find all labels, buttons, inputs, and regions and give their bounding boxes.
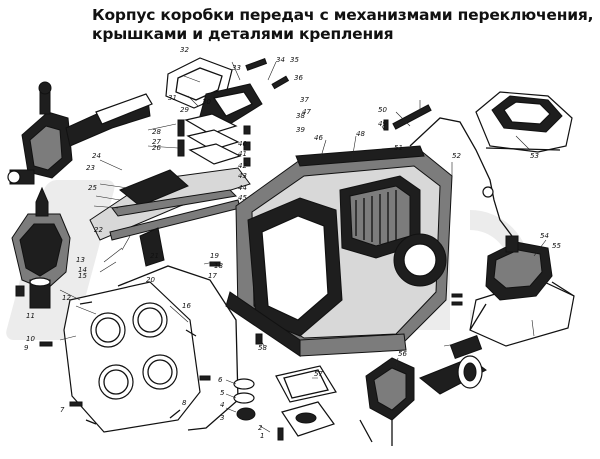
callout-5: 5 bbox=[220, 389, 225, 397]
callout-11: 11 bbox=[26, 312, 35, 320]
callout-47: 47 bbox=[302, 108, 311, 116]
callout-12: 12 bbox=[62, 294, 71, 302]
shift-cover-center bbox=[89, 167, 251, 267]
callout-19: 19 bbox=[210, 252, 219, 260]
title-line-1: Корпус коробки передач с механизмами пер… bbox=[92, 6, 594, 24]
callout-6: 6 bbox=[218, 376, 223, 384]
callout-48: 48 bbox=[356, 130, 365, 138]
callout-54: 54 bbox=[540, 232, 549, 240]
callout-31: 31 bbox=[168, 94, 177, 102]
callout-52: 52 bbox=[452, 152, 461, 160]
callout-22: 22 bbox=[94, 226, 103, 234]
callout-17: 17 bbox=[208, 272, 217, 280]
callout-50: 50 bbox=[378, 106, 387, 114]
callout-8: 8 bbox=[182, 399, 187, 407]
callout-16: 16 bbox=[182, 302, 191, 310]
callout-21: 21 bbox=[150, 252, 159, 260]
callout-3: 3 bbox=[220, 414, 224, 422]
small-parts-stack bbox=[177, 113, 251, 167]
cable-clip bbox=[482, 186, 494, 198]
rear-cover-plate bbox=[63, 281, 201, 433]
callout-36: 36 bbox=[294, 74, 303, 82]
callout-41: 41 bbox=[238, 150, 247, 158]
callout-53: 53 bbox=[530, 152, 539, 160]
callout-35: 35 bbox=[290, 56, 299, 64]
callout-55: 55 bbox=[552, 242, 561, 250]
callout-18: 18 bbox=[214, 262, 223, 270]
top-cover-plate bbox=[165, 57, 290, 125]
callout-56: 56 bbox=[398, 350, 407, 358]
title-line-2: крышками и деталями крепления bbox=[92, 25, 394, 43]
callout-42: 42 bbox=[238, 162, 247, 170]
bolts bbox=[39, 119, 463, 407]
callout-45: 45 bbox=[238, 194, 247, 202]
callout-30: 30 bbox=[202, 98, 211, 106]
top-right-cover bbox=[475, 91, 573, 153]
shift-cable bbox=[409, 117, 513, 237]
gearbox-housing bbox=[225, 145, 453, 357]
callout-14: 14 bbox=[78, 266, 87, 274]
callout-32: 32 bbox=[180, 46, 189, 54]
callout-29: 29 bbox=[180, 106, 189, 114]
shift-mechanism-upper-left bbox=[7, 81, 153, 185]
leader-lines bbox=[59, 61, 547, 433]
callout-28: 28 bbox=[152, 128, 161, 136]
gasket-outline bbox=[117, 265, 239, 431]
small-covers-bottom bbox=[233, 333, 337, 441]
callout-10: 10 bbox=[26, 335, 35, 343]
part-callouts: 1 2 3 4 5 6 7 8 9 10 11 12 13 14 15 16 1… bbox=[24, 46, 561, 440]
callout-44: 44 bbox=[238, 184, 247, 192]
callout-2: 2 bbox=[258, 424, 263, 432]
callout-43: 43 bbox=[238, 172, 247, 180]
callout-46: 46 bbox=[314, 134, 323, 142]
callout-24: 24 bbox=[92, 152, 101, 160]
callout-51: 51 bbox=[394, 144, 403, 152]
callout-33: 33 bbox=[232, 64, 241, 72]
callout-1: 1 bbox=[260, 432, 264, 440]
callout-34: 34 bbox=[276, 56, 285, 64]
callout-49: 49 bbox=[378, 120, 387, 128]
callout-13: 13 bbox=[76, 256, 85, 264]
callout-20: 20 bbox=[146, 276, 155, 284]
callout-57: 57 bbox=[314, 370, 323, 378]
callout-39: 39 bbox=[296, 126, 305, 134]
callout-27: 27 bbox=[152, 138, 161, 146]
callout-23: 23 bbox=[86, 164, 95, 172]
callout-38: 38 bbox=[296, 112, 305, 120]
shift-tower-left bbox=[11, 186, 71, 309]
shift-shaft-assembly-right bbox=[359, 334, 487, 446]
callout-15: 15 bbox=[78, 272, 87, 280]
callout-9: 9 bbox=[24, 344, 29, 352]
shift-mechanism-right bbox=[469, 235, 575, 347]
callout-4: 4 bbox=[220, 401, 224, 409]
callout-40: 40 bbox=[238, 140, 247, 148]
callout-25: 25 bbox=[88, 184, 97, 192]
diagram-title: Корпус коробки передач с механизмами пер… bbox=[92, 6, 596, 44]
callout-37: 37 bbox=[300, 96, 309, 104]
callout-7: 7 bbox=[60, 406, 65, 414]
callout-58: 58 bbox=[258, 344, 267, 352]
callout-26: 26 bbox=[152, 144, 161, 152]
shift-rod bbox=[392, 104, 432, 130]
